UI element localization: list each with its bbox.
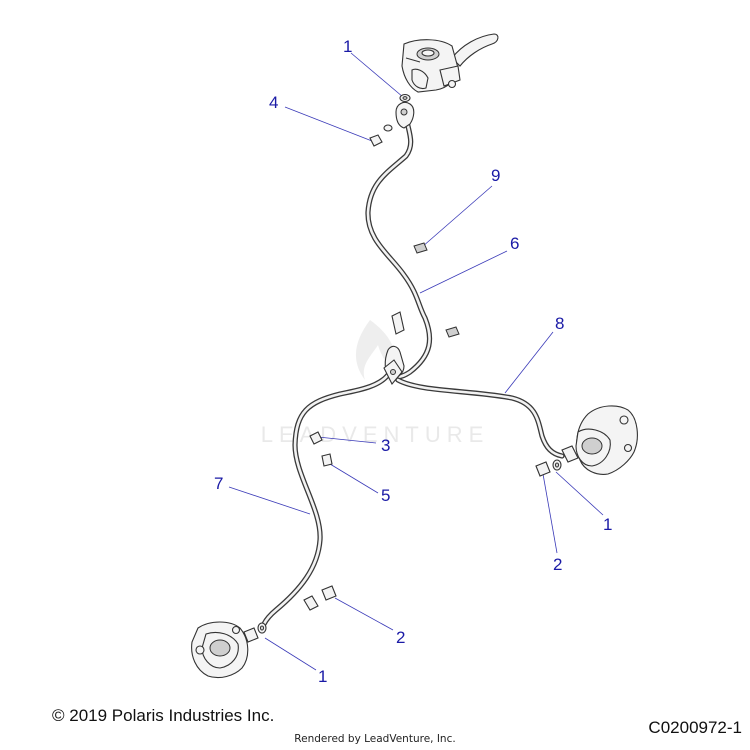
brake-hoses xyxy=(261,119,565,627)
callout-2-bottom: 2 xyxy=(396,628,405,647)
leader-c7 xyxy=(228,486,311,515)
callout-3: 3 xyxy=(381,436,390,455)
junction-block xyxy=(383,311,405,385)
master-cylinder xyxy=(401,33,499,93)
watermark-flame-icon xyxy=(355,320,396,382)
hose-7-junction-to-left-caliper xyxy=(261,369,393,627)
left-brake-caliper xyxy=(191,585,337,679)
callout-1-right: 1 xyxy=(603,515,612,534)
bolt-4 xyxy=(369,134,383,147)
leader-c1-bottom xyxy=(264,637,317,671)
leader-c9 xyxy=(421,185,493,248)
small-fittings xyxy=(309,431,333,467)
right-brake-caliper xyxy=(535,405,638,477)
callout-4: 4 xyxy=(269,93,278,112)
leader-c1-right xyxy=(555,471,604,516)
leader-c2-bottom xyxy=(334,597,394,631)
fitting-5 xyxy=(321,453,333,467)
callouts: 1 4 9 6 8 3 5 7 1 2 2 1 xyxy=(214,37,612,686)
leader-c6 xyxy=(419,250,508,294)
leader-c8 xyxy=(504,331,554,394)
leader-c5 xyxy=(329,463,379,494)
rendered-by-credit: Rendered by LeadVenture, Inc. xyxy=(294,733,456,745)
callout-1-top: 1 xyxy=(343,37,352,56)
clip-9 xyxy=(413,242,428,254)
bolt-2-right xyxy=(535,461,551,477)
bolt-2-bottom xyxy=(321,585,337,601)
hose-clips xyxy=(413,242,460,338)
callout-5: 5 xyxy=(381,486,390,505)
clip-lower xyxy=(445,326,460,338)
leader-lines xyxy=(228,52,604,671)
leader-c2-right xyxy=(542,473,558,554)
copyright-notice: © 2019 Polaris Industries Inc. xyxy=(52,706,275,725)
hose-8-junction-to-right-caliper xyxy=(395,377,565,459)
leader-c3 xyxy=(317,436,377,444)
hose-6-master-to-junction xyxy=(365,119,433,380)
callout-7: 7 xyxy=(214,474,223,493)
callout-1-bottom: 1 xyxy=(318,667,327,686)
callout-2-right: 2 xyxy=(553,555,562,574)
leader-c4 xyxy=(284,106,373,142)
callout-9: 9 xyxy=(491,166,500,185)
callout-6: 6 xyxy=(510,234,519,253)
fitting-3 xyxy=(309,431,323,445)
brake-lever xyxy=(451,33,499,67)
callout-8: 8 xyxy=(555,314,564,333)
leader-c1-top xyxy=(350,52,404,98)
top-fittings xyxy=(369,93,415,147)
diagram-code: C0200972-1 xyxy=(648,718,742,737)
